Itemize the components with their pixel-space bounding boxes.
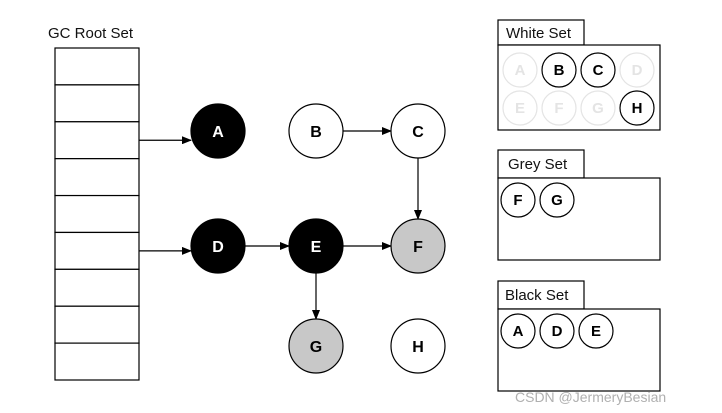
grey-set-title: Grey Set: [508, 156, 568, 173]
set-item-label: H: [632, 100, 643, 117]
node-g: G: [288, 318, 344, 374]
node-label: F: [413, 239, 423, 256]
node-h: H: [390, 318, 446, 374]
node-label: B: [310, 124, 322, 141]
node-circle: [190, 218, 246, 274]
node-label: G: [310, 339, 322, 356]
node-circle: [390, 318, 446, 374]
set-item-circle: [539, 313, 575, 349]
root-slot: [54, 158, 140, 197]
set-item-circle: [502, 52, 538, 88]
watermark-text: CSDN @JermeryBesian: [515, 389, 666, 405]
node-label: A: [212, 124, 224, 141]
root-set-stack: [54, 47, 140, 381]
root-slot: [54, 84, 140, 123]
set-item-circle: [500, 313, 536, 349]
root-set-title: GC Root Set: [48, 25, 134, 42]
reference-edges: [139, 127, 422, 320]
white-set-items: A B C D E F G H: [502, 52, 655, 126]
node-circle: [190, 103, 246, 159]
set-item-e: E: [578, 313, 614, 349]
set-item-label: A: [513, 323, 524, 340]
root-slot: [54, 231, 140, 270]
black-set-panel: Black Set A D E: [497, 280, 661, 392]
set-item-c: C: [580, 52, 616, 88]
set-item-d: D: [619, 52, 655, 88]
set-item-circle: [619, 52, 655, 88]
node-label: E: [311, 239, 322, 256]
set-item-h: H: [619, 90, 655, 126]
set-item-a: A: [500, 313, 536, 349]
set-item-label: E: [591, 323, 601, 340]
root-slot: [54, 194, 140, 234]
root-slot: [54, 342, 140, 381]
set-item-label: D: [632, 62, 643, 79]
set-item-label: D: [552, 323, 563, 340]
root-slot: [54, 121, 140, 160]
node-f: F: [390, 218, 446, 274]
set-item-circle: [578, 313, 614, 349]
black-set-title: Black Set: [505, 287, 569, 304]
white-set-title: White Set: [506, 25, 572, 42]
node-circle: [390, 103, 446, 159]
set-item-circle: [539, 182, 575, 218]
set-item-label: G: [592, 100, 604, 117]
set-item-circle: [500, 182, 536, 218]
set-item-d: D: [539, 313, 575, 349]
set-item-label: F: [513, 192, 522, 209]
set-item-label: B: [554, 62, 565, 79]
set-item-g: G: [580, 90, 616, 126]
set-item-e: E: [502, 90, 538, 126]
set-item-b: B: [541, 52, 577, 88]
node-a: A: [190, 103, 246, 159]
node-label: D: [212, 239, 224, 256]
node-e: E: [288, 218, 344, 274]
node-circle: [288, 318, 344, 374]
set-item-label: F: [554, 100, 563, 117]
set-item-circle: [619, 90, 655, 126]
set-item-label: C: [593, 62, 604, 79]
node-circle: [288, 218, 344, 274]
root-slot: [54, 47, 140, 86]
set-item-circle: [541, 52, 577, 88]
set-item-circle: [580, 90, 616, 126]
set-item-f: F: [500, 182, 536, 218]
set-item-f: F: [541, 90, 577, 126]
node-c: C: [390, 103, 446, 159]
set-item-a: A: [502, 52, 538, 88]
set-item-circle: [580, 52, 616, 88]
set-item-label: E: [515, 100, 525, 117]
root-slot: [54, 305, 140, 344]
white-set-panel: White Set A B C D E F G H: [497, 19, 661, 131]
set-item-label: G: [551, 192, 563, 209]
node-circle: [390, 218, 446, 274]
set-item-label: A: [515, 62, 526, 79]
node-circle: [288, 103, 344, 159]
node-label: H: [412, 339, 424, 356]
set-item-circle: [541, 90, 577, 126]
node-d: D: [190, 218, 246, 274]
set-item-circle: [502, 90, 538, 126]
object-graph: A B C D E F G H: [190, 103, 446, 374]
set-item-g: G: [539, 182, 575, 218]
root-slot: [54, 268, 140, 307]
node-b: B: [288, 103, 344, 159]
node-label: C: [412, 124, 424, 141]
